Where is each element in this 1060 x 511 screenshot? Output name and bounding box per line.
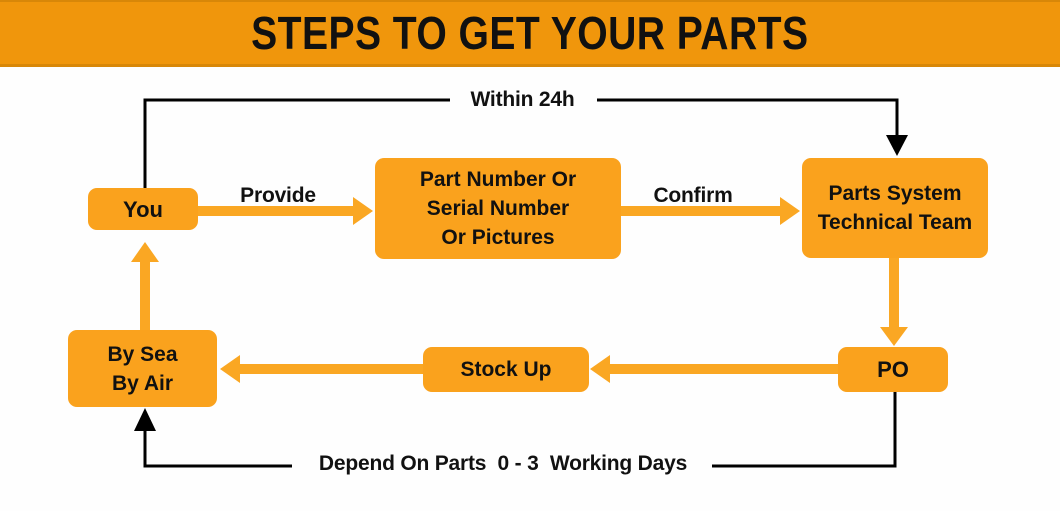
node-label: You <box>123 196 163 222</box>
node-part-number: Part Number Or Serial Number Or Pictures <box>375 158 621 259</box>
node-by-sea-by-air: By Sea By Air <box>68 330 217 407</box>
node-label: PO <box>877 357 909 382</box>
confirm-arrowhead-icon <box>780 197 800 225</box>
depend-line-right <box>712 392 897 468</box>
provide-arrowhead-icon <box>353 197 373 225</box>
within-24h-line-right <box>597 98 899 137</box>
node-line: Technical Team <box>817 211 973 234</box>
node-line: By Sea <box>107 342 178 366</box>
label-within-24h: Within 24h <box>470 88 575 111</box>
label-provide: Provide <box>240 184 316 207</box>
node-line: Parts System <box>828 182 962 205</box>
arrowhead-up-icon <box>134 408 156 431</box>
team-to-po-arrowhead-icon <box>880 327 908 346</box>
label-confirm: Confirm <box>653 184 733 207</box>
node-stock-up: Stock Up <box>423 347 589 392</box>
label-depend-on-parts: Depend On Parts 0 - 3 Working Days <box>318 452 688 475</box>
node-line: Serial Number <box>426 197 570 220</box>
sea-to-you-arrowhead-icon <box>131 242 159 262</box>
arrowhead-down-icon <box>886 135 908 156</box>
node-parts-system-team: Parts System Technical Team <box>802 158 988 258</box>
node-line: Or Pictures <box>441 226 555 249</box>
node-line: By Air <box>111 371 174 395</box>
node-you: You <box>88 188 198 230</box>
po-to-stockup-arrowhead-icon <box>590 355 610 383</box>
within-24h-line-left <box>143 98 450 188</box>
node-line: Part Number Or <box>419 168 577 191</box>
depend-line-left <box>143 430 292 468</box>
title-banner: STEPS TO GET YOUR PARTS <box>0 0 1060 67</box>
node-label: Stock Up <box>460 358 552 381</box>
node-po: PO <box>838 347 948 392</box>
stockup-to-sea-arrowhead-icon <box>220 355 240 383</box>
page-title: STEPS TO GET YOUR PARTS <box>251 7 809 59</box>
